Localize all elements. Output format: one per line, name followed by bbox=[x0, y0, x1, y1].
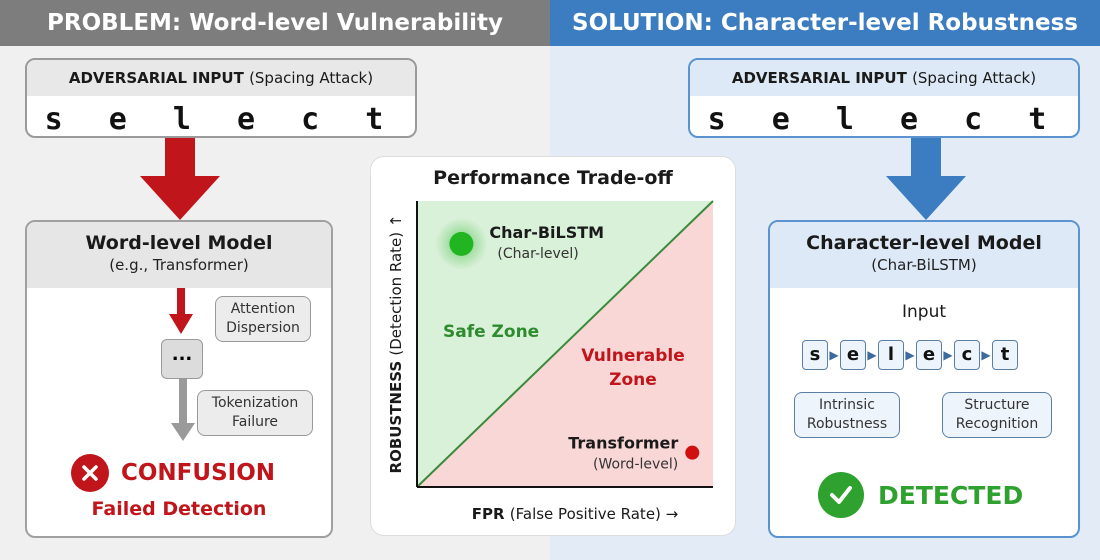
point-label: Transformer bbox=[568, 434, 678, 453]
status-text: DETECTED bbox=[878, 480, 1024, 510]
chart-points: Char-BiLSTM (Char-level) Transformer (Word-… bbox=[435, 217, 700, 473]
point-transformer bbox=[685, 445, 700, 460]
character-sequence: s▶e▶l▶e▶c▶t bbox=[802, 340, 1018, 370]
char-arrow-icon: ▶ bbox=[981, 348, 991, 362]
problem-header: PROBLEM: Word-level Vulnerability bbox=[0, 0, 550, 46]
token-placeholder: ... bbox=[161, 339, 203, 379]
tradeoff-diagonal bbox=[416, 200, 714, 488]
char-token: e bbox=[916, 340, 942, 370]
char-token: l bbox=[878, 340, 904, 370]
solution-header: SOLUTION: Character-level Robustness bbox=[550, 0, 1100, 46]
attention-dispersion-bubble: Attention Dispersion bbox=[215, 296, 311, 342]
adversarial-input-box-left: ADVERSARIAL INPUT (Spacing Attack) s e l… bbox=[25, 58, 417, 138]
input-label: Input bbox=[901, 302, 947, 322]
input-subtitle: (Spacing Attack) bbox=[249, 69, 374, 87]
down-arrow-red-icon bbox=[140, 138, 220, 220]
attacked-word: s e l e c t bbox=[707, 102, 1061, 137]
character-level-model-box: Character-level Model (Char-BiLSTM) Inpu… bbox=[768, 220, 1080, 538]
attacked-word: s e l e c t bbox=[44, 102, 398, 137]
input-title-row: ADVERSARIAL INPUT (Spacing Attack) bbox=[690, 60, 1078, 96]
intrinsic-robustness-bubble: Intrinsic Robustness bbox=[794, 392, 900, 438]
tradeoff-chart-card: Performance Trade-off Safe Zone Vulnerab… bbox=[370, 156, 736, 536]
char-token: c bbox=[954, 340, 980, 370]
char-token: t bbox=[992, 340, 1018, 370]
input-subtitle: (Spacing Attack) bbox=[912, 69, 1037, 87]
safe-zone-label: Safe Zone bbox=[443, 322, 539, 342]
status-subtext: Failed Detection bbox=[91, 498, 267, 520]
check-icon bbox=[818, 472, 864, 518]
point-label: Char-BiLSTM bbox=[489, 223, 604, 242]
x-icon bbox=[71, 454, 109, 492]
char-arrow-icon: ▶ bbox=[943, 348, 953, 362]
input-title: ADVERSARIAL INPUT bbox=[68, 69, 244, 87]
point-sublabel: (Char-level) bbox=[497, 246, 578, 262]
detected-status: DETECTED bbox=[818, 472, 1023, 518]
y-axis-label: ROBUSTNESS (Detection Rate) ↑ bbox=[387, 215, 405, 474]
model-subtitle: (e.g., Transformer) bbox=[109, 256, 249, 274]
char-arrow-icon: ▶ bbox=[867, 348, 877, 362]
adversarial-input-box-right: ADVERSARIAL INPUT (Spacing Attack) s e l… bbox=[688, 58, 1080, 138]
chart-title: Performance Trade-off bbox=[433, 167, 673, 189]
char-arrow-icon: ▶ bbox=[905, 348, 915, 362]
model-title: Character-level Model bbox=[806, 232, 1042, 254]
small-arrow-red-icon bbox=[169, 288, 193, 334]
structure-recognition-bubble: Structure Recognition bbox=[942, 392, 1052, 438]
down-arrow-blue-icon bbox=[886, 138, 966, 220]
x-axis-label: FPR (False Positive Rate) → bbox=[472, 505, 678, 523]
model-header: Word-level Model (e.g., Transformer) bbox=[27, 222, 331, 288]
model-title: Word-level Model bbox=[85, 232, 273, 254]
point-char-bilstm bbox=[449, 231, 474, 256]
char-token: s bbox=[802, 340, 828, 370]
input-title-row: ADVERSARIAL INPUT (Spacing Attack) bbox=[27, 60, 415, 96]
model-subtitle: (Char-BiLSTM) bbox=[871, 256, 977, 274]
word-level-model-box: Word-level Model (e.g., Transformer) ...… bbox=[25, 220, 333, 538]
point-sublabel: (Word-level) bbox=[593, 457, 678, 473]
char-arrow-icon: ▶ bbox=[829, 348, 839, 362]
model-header: Character-level Model (Char-BiLSTM) bbox=[770, 222, 1078, 288]
small-arrow-gray-icon bbox=[171, 379, 195, 441]
confusion-status: CONFUSION bbox=[71, 454, 275, 492]
tokenization-failure-bubble: Tokenization Failure bbox=[197, 390, 313, 436]
input-title: ADVERSARIAL INPUT bbox=[731, 69, 907, 87]
char-token: e bbox=[840, 340, 866, 370]
status-text: CONFUSION bbox=[121, 460, 275, 486]
